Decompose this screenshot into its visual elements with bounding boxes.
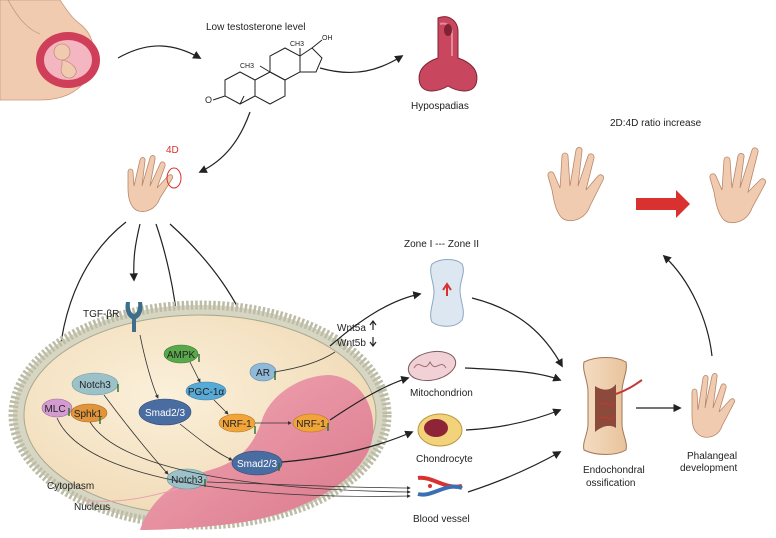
smad-cytoplasm-node: Smad2/3 (138, 398, 192, 426)
svg-text:NRF-1: NRF-1 (222, 419, 252, 430)
down-arrow-icon (369, 337, 377, 347)
fourth-digit-highlight (166, 167, 182, 189)
ampk-node: AMPK (163, 344, 199, 364)
hand-after-illustration (709, 147, 766, 224)
svg-text:AMPK: AMPK (167, 350, 196, 361)
sphk1-node: Sphk1 (70, 403, 108, 423)
wnt5b-label: Wnt5b (337, 338, 366, 349)
svg-text:Smad2/3: Smad2/3 (145, 408, 185, 419)
developing-hand-illustration (691, 373, 736, 438)
ketone-o-label: O (205, 95, 212, 105)
ossifying-bone-illustration (583, 357, 643, 455)
development-label: development (680, 463, 737, 474)
hypospadias-illustration (418, 16, 478, 92)
cytoplasm-label: Cytoplasm (47, 481, 94, 492)
blood-vessel-illustration (417, 475, 463, 497)
svg-text:Notch3: Notch3 (171, 475, 203, 486)
pgc1a-node: PGC-1α (185, 381, 227, 401)
mitochondrion-illustration (407, 350, 457, 382)
fourth-digit-label: 4D (166, 145, 179, 156)
red-right-arrow-icon (636, 190, 690, 218)
chondrocyte-label: Chondrocyte (416, 454, 473, 465)
up-arrow-icon (369, 320, 377, 330)
methyl-label-a: CH3 (240, 63, 254, 70)
svg-text:MLC: MLC (44, 404, 65, 415)
methyl-label-b: CH3 (290, 41, 304, 48)
wnt5a-label: Wnt5a (337, 323, 366, 334)
hand-before-illustration (547, 147, 604, 222)
svg-text:Smad2/3: Smad2/3 (237, 459, 277, 470)
svg-text:Notch3: Notch3 (79, 380, 111, 391)
low-testosterone-label: Low testosterone level (206, 22, 306, 33)
chondrocyte-illustration (417, 413, 463, 447)
tgf-receptor-icon (125, 302, 143, 332)
pregnant-woman-illustration (0, 0, 100, 101)
nrf1-cytoplasm-node: NRF-1 (218, 413, 256, 433)
notch3-nucleus-node: Notch3 (166, 468, 208, 490)
svg-text:Sphk1: Sphk1 (74, 409, 103, 420)
phalangeal-label: Phalangeal (687, 451, 737, 462)
hypospadias-label: Hypospadias (411, 101, 469, 112)
nucleus-label: Nucleus (74, 502, 110, 513)
ar-node: AR (249, 362, 277, 382)
ossification-label: ossification (586, 478, 635, 489)
notch3-cytoplasm-node: Notch3 (71, 372, 119, 396)
testosterone-molecule (212, 39, 323, 105)
mlc-node: MLC (41, 398, 73, 418)
zone-label: Zone I --- Zone II (404, 239, 479, 250)
hydroxyl-label: OH (322, 35, 333, 42)
growth-plate-bone-illustration (430, 259, 464, 327)
regulation-marks (68, 354, 329, 487)
ratio-title: 2D:4D ratio increase (610, 118, 702, 129)
mitochondrion-label: Mitochondrion (410, 388, 473, 399)
cell-illustration (8, 300, 392, 530)
smad-nucleus-node: Smad2/3 (231, 450, 283, 476)
endochondral-label: Endochondral (583, 465, 645, 476)
svg-text:AR: AR (256, 368, 270, 379)
hand-illustration-4d (127, 155, 174, 212)
svg-text:NRF-1: NRF-1 (296, 419, 326, 430)
blood-vessel-label: Blood vessel (413, 514, 470, 525)
svg-text:PGC-1α: PGC-1α (188, 387, 225, 398)
tgf-receptor-label: TGF-βR (83, 309, 119, 320)
nrf1-nucleus-node: NRF-1 (292, 413, 330, 433)
